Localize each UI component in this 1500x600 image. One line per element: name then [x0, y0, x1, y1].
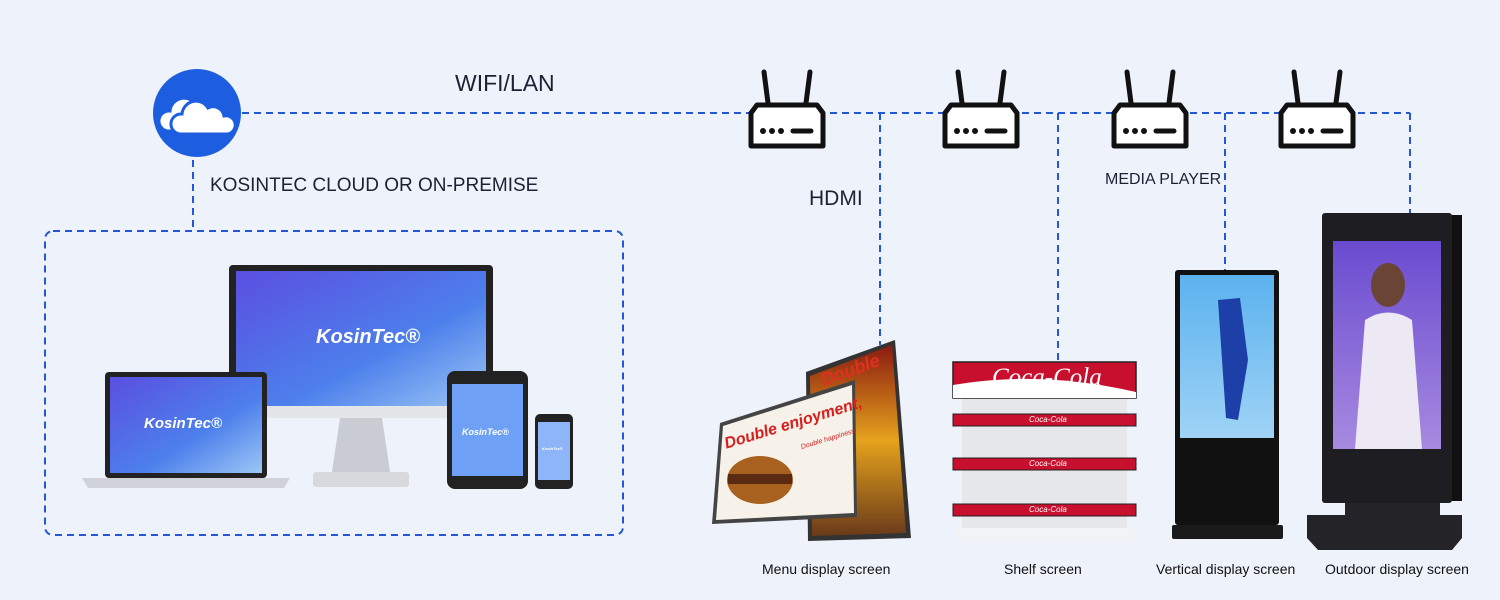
cola-logo-small: Coca-Cola — [1029, 459, 1067, 468]
hdmi-label: HDMI — [809, 187, 863, 210]
cloud-label: KOSINTEC CLOUD OR ON-PREMISE — [210, 175, 539, 196]
shelf-screen — [952, 361, 1137, 540]
outdoor-display-caption: Outdoor display screen — [1325, 561, 1469, 577]
media-player-label: MEDIA PLAYER — [1105, 171, 1222, 188]
menu-display-caption: Menu display screen — [762, 561, 891, 577]
phone — [535, 414, 573, 489]
cola-logo: Coca-Cola — [992, 364, 1102, 391]
cloud-icon — [153, 69, 241, 157]
outdoor-display-screen — [1307, 213, 1462, 550]
router-icon — [748, 69, 826, 149]
tablet-brand: KosinTec® — [462, 427, 509, 437]
shelf-caption: Shelf screen — [1004, 561, 1082, 577]
router-icon — [1278, 69, 1356, 149]
desktop-monitor — [229, 265, 493, 487]
monitor-brand: KosinTec® — [316, 326, 421, 348]
laptop — [82, 372, 290, 488]
network-label: WIFI/LAN — [455, 70, 555, 96]
vertical-display-screen — [1172, 270, 1283, 539]
phone-brand: KosinTec® — [542, 446, 563, 451]
laptop-brand: KosinTec® — [144, 415, 223, 432]
cola-logo-small: Coca-Cola — [1029, 415, 1067, 424]
router-icon — [1111, 69, 1189, 149]
router-icon — [942, 69, 1020, 149]
menu-display-screen — [712, 340, 911, 541]
cola-logo-small: Coca-Cola — [1029, 505, 1067, 514]
vertical-display-caption: Vertical display screen — [1156, 561, 1296, 577]
tablet — [447, 371, 528, 489]
devices-group-border — [44, 230, 624, 536]
